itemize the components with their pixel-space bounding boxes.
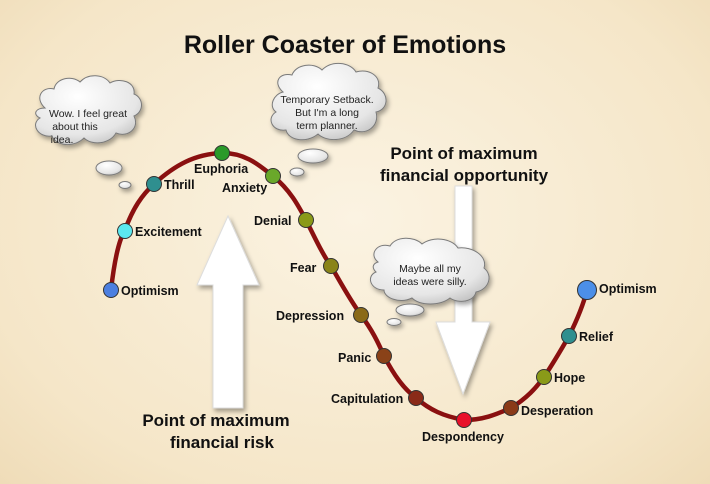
stage-dot-optimism-start bbox=[103, 282, 119, 298]
stage-label-despondency: Despondency bbox=[422, 430, 504, 444]
stage-dot-denial bbox=[298, 212, 314, 228]
stage-dot-desperation bbox=[503, 400, 519, 416]
risk-label-line1: Point of maximum bbox=[142, 411, 289, 430]
stage-label-denial: Denial bbox=[254, 214, 292, 228]
stage-dot-despondency bbox=[456, 412, 472, 428]
stage-label-optimism-end: Optimism bbox=[599, 282, 657, 296]
stage-label-depression: Depression bbox=[276, 309, 344, 323]
bubble-2-line-1: Temporary Setback. bbox=[280, 94, 373, 106]
bubble-1-line-1: Wow. I feel great bbox=[49, 108, 127, 120]
stage-dot-capitulation bbox=[408, 390, 424, 406]
bubble-1-line-3: idea. bbox=[51, 134, 74, 146]
stage-label-capitulation: Capitulation bbox=[331, 392, 403, 406]
stage-label-panic: Panic bbox=[338, 351, 371, 365]
stage-label-euphoria: Euphoria bbox=[194, 162, 249, 176]
stage-dot-panic bbox=[376, 348, 392, 364]
stage-label-hope: Hope bbox=[554, 371, 585, 385]
stage-dot-depression bbox=[353, 307, 369, 323]
stage-dot-optimism-end bbox=[577, 280, 597, 300]
opportunity-label-line1: Point of maximum bbox=[390, 144, 537, 163]
stage-dot-euphoria bbox=[214, 145, 230, 161]
thought-bubble-1 bbox=[35, 75, 142, 189]
stage-dot-anxiety bbox=[265, 168, 281, 184]
emotion-curve bbox=[108, 150, 590, 423]
stage-label-fear: Fear bbox=[290, 261, 317, 275]
stage-markers bbox=[103, 145, 597, 428]
bubble-3-line-2: ideas were silly. bbox=[393, 276, 466, 288]
stage-label-desperation: Desperation bbox=[521, 404, 593, 418]
stage-dot-hope bbox=[536, 369, 552, 385]
stage-label-relief: Relief bbox=[579, 330, 614, 344]
stage-dot-fear bbox=[323, 258, 339, 274]
stage-dot-excitement bbox=[117, 223, 133, 239]
stage-label-thrill: Thrill bbox=[164, 178, 195, 192]
bubble-2-line-2: But I'm a long bbox=[295, 107, 359, 119]
diagram-title: Roller Coaster of Emotions bbox=[184, 31, 506, 59]
stage-dot-thrill bbox=[146, 176, 162, 192]
bubble-1-line-2: about this bbox=[52, 121, 98, 133]
stage-label-anxiety: Anxiety bbox=[222, 181, 267, 195]
stage-label-excitement: Excitement bbox=[135, 225, 203, 239]
opportunity-label-line2: financial opportunity bbox=[380, 166, 549, 185]
thought-bubble-2 bbox=[270, 63, 387, 177]
risk-label-line2: financial risk bbox=[170, 433, 274, 452]
thought-bubble-3 bbox=[369, 237, 490, 326]
stage-dot-relief bbox=[561, 328, 577, 344]
stage-label-optimism-start: Optimism bbox=[121, 284, 179, 298]
risk-arrow-icon bbox=[196, 214, 260, 409]
bubble-2-line-3: term planner. bbox=[296, 120, 357, 132]
bubble-3-line-1: Maybe all my bbox=[399, 263, 462, 275]
